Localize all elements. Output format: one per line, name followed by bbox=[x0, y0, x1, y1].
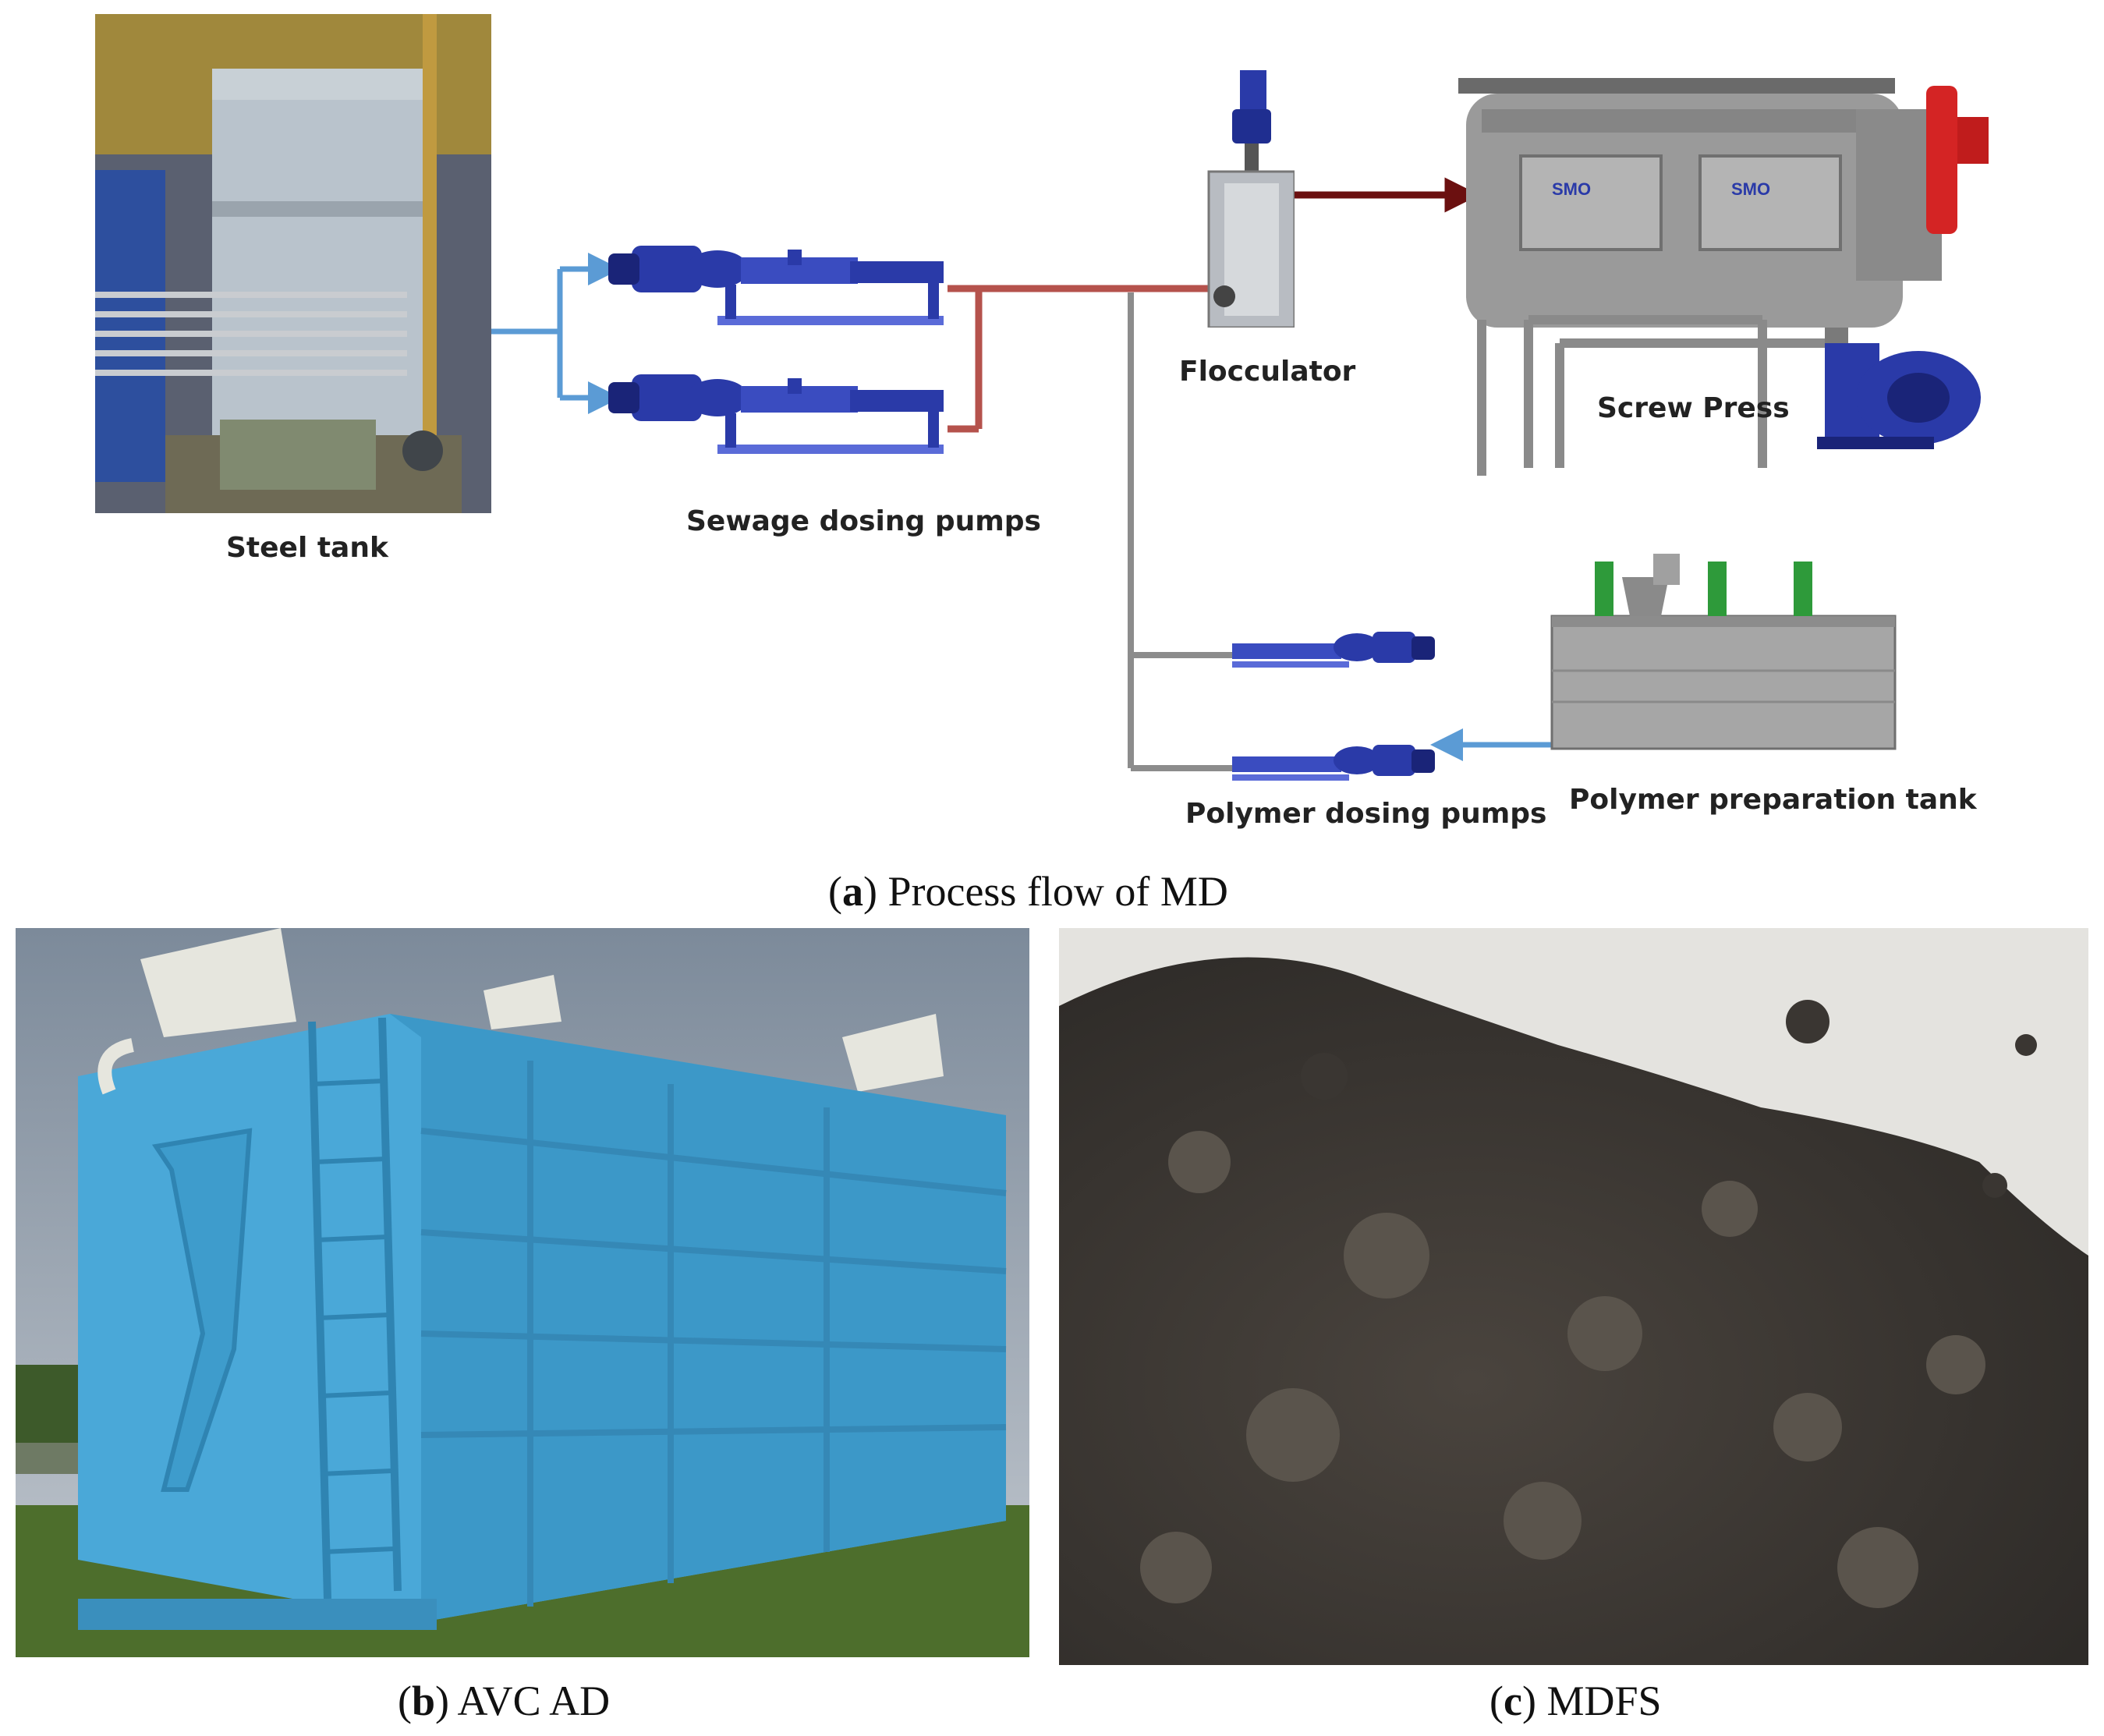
polymer-tank-label: Polymer preparation tank bbox=[1569, 784, 1977, 816]
mdfs-photo bbox=[1059, 928, 2088, 1665]
sewage-pumps-label: Sewage dosing pumps bbox=[686, 505, 1041, 537]
sludge-line bbox=[948, 285, 1232, 433]
sewage-pump-2 bbox=[608, 374, 944, 454]
caption-b-text: AVC AD bbox=[449, 1678, 611, 1724]
flocculator bbox=[1207, 70, 1295, 328]
feed-line bbox=[491, 253, 621, 414]
panel-a-process-flow: Steel tank bbox=[95, 14, 1989, 915]
polymer-pump-1 bbox=[1232, 632, 1435, 668]
steel-tank-photo bbox=[95, 14, 491, 513]
flow-lines bbox=[491, 177, 1552, 771]
caption-b: (b) AVC AD bbox=[398, 1678, 611, 1724]
polymer-pump-2 bbox=[1232, 745, 1435, 781]
caption-c-text: MDFS bbox=[1535, 1678, 1662, 1724]
polymer-pumps-label: Polymer dosing pumps bbox=[1185, 798, 1547, 830]
steel-tank-label: Steel tank bbox=[226, 532, 388, 564]
flocculator-label: Flocculator bbox=[1179, 356, 1356, 388]
caption-b-letter: b bbox=[411, 1678, 436, 1724]
caption-a-letter: a bbox=[841, 868, 863, 915]
polymer-line bbox=[1128, 292, 1232, 771]
press-badge-2: SMO bbox=[1731, 179, 1770, 199]
caption-c: (c) MDFS bbox=[1489, 1678, 1662, 1724]
polymer-dosing-pumps bbox=[1232, 632, 1435, 781]
screw-press: SMO SMO bbox=[1458, 78, 1989, 476]
press-badge-1: SMO bbox=[1552, 179, 1591, 199]
avc-ad-photo bbox=[16, 928, 1029, 1657]
caption-c-letter: c bbox=[1503, 1678, 1522, 1724]
screw-press-label: Screw Press bbox=[1597, 392, 1790, 424]
caption-a: (a) Process flow of MD bbox=[828, 868, 1228, 915]
polymer-preparation-tank bbox=[1550, 554, 1897, 750]
sewage-dosing-pumps bbox=[608, 246, 944, 454]
sewage-pump-1 bbox=[608, 246, 944, 325]
caption-a-text: Process flow of MD bbox=[877, 868, 1228, 915]
